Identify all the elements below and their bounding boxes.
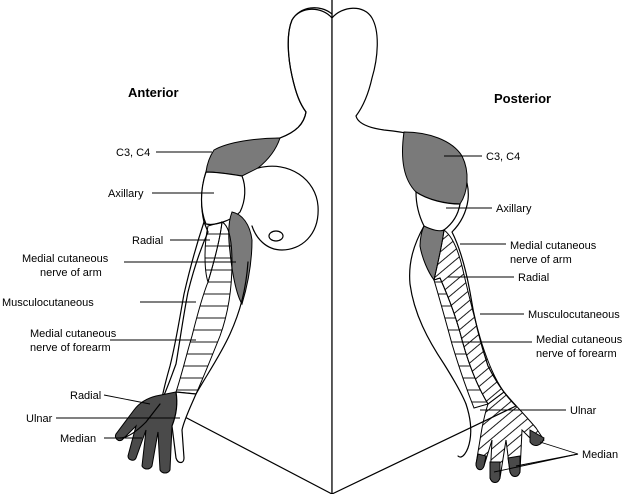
posterior-heading: Posterior xyxy=(494,91,551,106)
anterior-label-ulnar: Ulnar xyxy=(26,413,53,425)
posterior-label-medial-arm-2: nerve of arm xyxy=(510,254,572,266)
anterior-label-median: Median xyxy=(60,433,96,445)
anterior-label-axillary: Axillary xyxy=(108,188,144,200)
posterior-label-ulnar: Ulnar xyxy=(570,405,597,417)
posterior-label-axillary: Axillary xyxy=(496,203,532,215)
anterior-label-radial: Radial xyxy=(132,235,163,247)
anterior-label-medial-arm-2: nerve of arm xyxy=(40,267,102,279)
posterior-label-medial-arm-1: Medial cutaneous xyxy=(510,240,597,252)
leader-lines xyxy=(56,151,579,473)
anterior-label-medial-arm-1: Medial cutaneous xyxy=(22,253,109,265)
posterior-label-medial-forearm-1: Medial cutaneous xyxy=(536,334,623,346)
posterior-label-medial-forearm-2: nerve of forearm xyxy=(536,348,617,360)
posterior-label-median: Median xyxy=(582,449,618,461)
anterior-label-musculocutaneous: Musculocutaneous xyxy=(2,297,94,309)
anterior-hand-median xyxy=(115,391,178,474)
anterior-arm-lateral-edge xyxy=(161,221,205,399)
posterior-figure xyxy=(331,7,545,494)
posterior-hand-thumb xyxy=(457,403,472,458)
posterior-label-radial: Radial xyxy=(518,272,549,284)
anterior-arm-medial-edge xyxy=(195,261,249,395)
posterior-median-tip-1 xyxy=(529,429,545,446)
posterior-median-tip-4 xyxy=(475,453,487,471)
anterior-label-radial-hand: Radial xyxy=(70,390,101,402)
anterior-label-medial-forearm-2: nerve of forearm xyxy=(30,342,111,354)
posterior-arm-outer-edge xyxy=(409,225,467,405)
anterior-heading: Anterior xyxy=(128,85,179,100)
posterior-label-musculocutaneous: Musculocutaneous xyxy=(528,309,620,321)
anterior-axillary-region xyxy=(200,171,246,225)
posterior-label-c3c4: C3, C4 xyxy=(486,151,520,163)
anterior-figure xyxy=(115,7,333,494)
anterior-hand-ulnar xyxy=(171,391,197,464)
posterior-median-tip-2 xyxy=(507,455,521,477)
anterior-label-medial-forearm-1: Medial cutaneous xyxy=(30,328,117,340)
posterior-median-tip-3 xyxy=(489,461,501,483)
anterior-head xyxy=(279,7,333,139)
anterior-label-c3c4: C3, C4 xyxy=(116,147,150,159)
anterior-nipple xyxy=(268,230,284,242)
anterior-chest xyxy=(251,165,319,251)
